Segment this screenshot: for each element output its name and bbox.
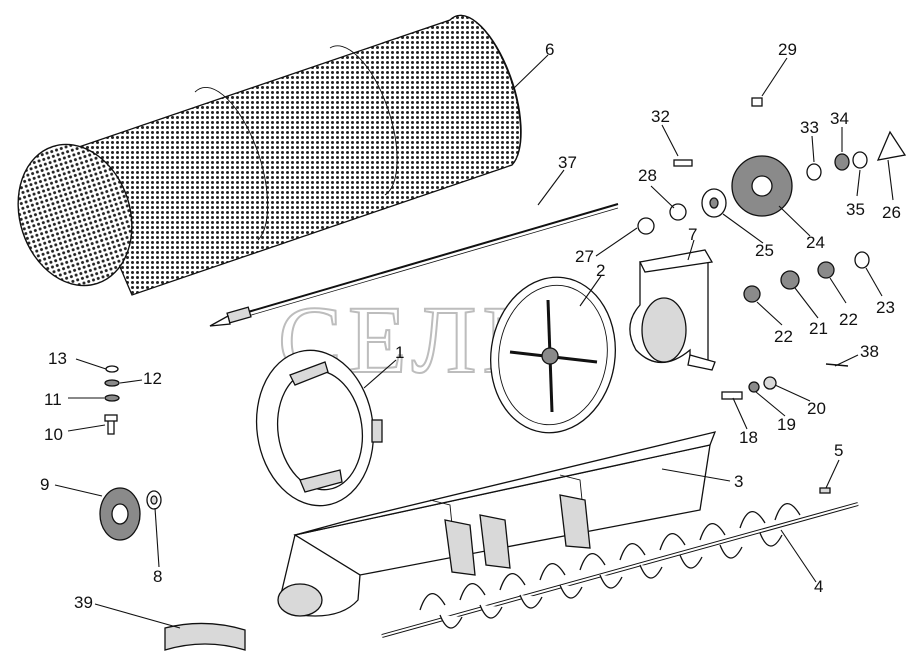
callout-3: 3 [734, 472, 743, 491]
part-10-bolt [104, 414, 118, 435]
part-13-nut [105, 365, 119, 373]
callout-22b: 22 [839, 310, 858, 329]
part-25-flange [701, 188, 727, 218]
part-32-pin [673, 159, 693, 167]
callout-33: 33 [800, 118, 819, 137]
part-27-bushing [637, 217, 655, 235]
leader-lines [54, 54, 894, 629]
part-7-housing-bracket [629, 249, 716, 371]
callout-6: 6 [545, 40, 554, 59]
part-33-washer [806, 163, 822, 181]
callout-25: 25 [755, 241, 774, 260]
callout-labels: 1 2 3 4 5 6 7 8 9 10 11 12 13 18 19 20 2… [40, 40, 901, 612]
callout-26: 26 [882, 203, 901, 222]
callout-28: 28 [638, 166, 657, 185]
callout-9: 9 [40, 475, 49, 494]
callout-4: 4 [814, 577, 823, 596]
callout-24: 24 [806, 233, 825, 252]
callout-23: 23 [876, 298, 895, 317]
callout-11: 11 [44, 390, 62, 409]
callout-29: 29 [778, 40, 797, 59]
part-39-strip [164, 622, 246, 651]
callout-20: 20 [807, 399, 826, 418]
callout-13: 13 [48, 349, 67, 368]
callout-12: 12 [143, 369, 162, 388]
part-19-washer [748, 381, 760, 393]
callout-39: 39 [74, 593, 93, 612]
part-4-auger [381, 502, 859, 638]
part-9-pulley [99, 487, 141, 541]
callout-1: 1 [395, 343, 404, 362]
part-26-bracket-plate [876, 130, 907, 161]
callout-21: 21 [809, 319, 828, 338]
callout-37: 37 [558, 153, 577, 172]
part-11-spring-washer [104, 394, 120, 402]
callout-34: 34 [830, 109, 849, 128]
callout-5: 5 [834, 441, 843, 460]
part-21-bearing [780, 270, 800, 290]
part-6-mesh-drum [17, 14, 522, 296]
part-37-rod [209, 203, 619, 327]
part-29-bolt [751, 97, 763, 107]
part-18-bolt [721, 391, 743, 400]
callout-22a: 22 [774, 327, 793, 346]
callout-38: 38 [860, 342, 879, 361]
part-34-bearing [834, 153, 850, 171]
callout-32: 32 [651, 107, 670, 126]
part-2-fan-disc [490, 276, 616, 434]
part-24-sprocket [731, 155, 793, 217]
part-1-end-ring [255, 349, 383, 507]
part-12-washer [104, 379, 120, 387]
part-22-bushing-a [743, 285, 761, 303]
part-22-bushing-b [817, 261, 835, 279]
callout-10: 10 [44, 425, 63, 444]
part-3-trough [277, 431, 717, 617]
part-35-bushing [852, 151, 868, 169]
callout-35: 35 [846, 200, 865, 219]
part-8-washer [146, 490, 162, 510]
callout-18: 18 [739, 428, 758, 447]
callout-2: 2 [596, 261, 605, 280]
callout-8: 8 [153, 567, 162, 586]
part-23-washer [854, 251, 870, 269]
part-20-nut [763, 376, 777, 390]
callout-27: 27 [575, 247, 594, 266]
part-5-key [819, 487, 831, 494]
callout-19: 19 [777, 415, 796, 434]
callout-7: 7 [688, 225, 697, 244]
